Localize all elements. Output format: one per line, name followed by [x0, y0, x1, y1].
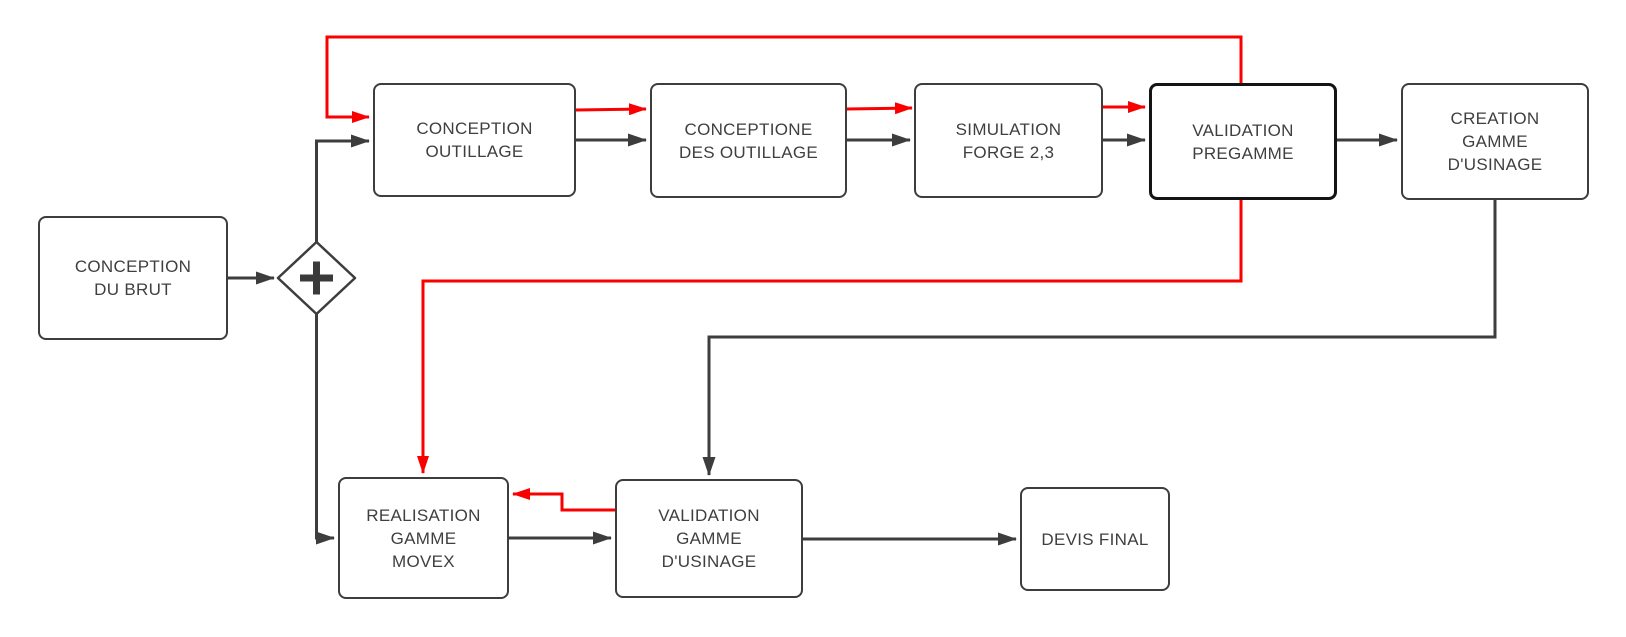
edge-red-pregamme-loop-to-conception — [325, 35, 1243, 123]
edge-red-conceptione-to-simulation — [846, 102, 913, 115]
node-realisation-gamme-movex-label: REALISATION GAMME MOVEX — [366, 505, 481, 571]
node-validation-gamme-dusinage: VALIDATION GAMME D'USINAGE — [615, 479, 803, 598]
node-validation-gamme-dusinage-label: VALIDATION GAMME D'USINAGE — [658, 506, 760, 571]
node-conceptione-des-outillage-label: CONCEPTIONE DES OUTILLAGE — [679, 119, 818, 162]
node-conception-du-brut: CONCEPTION DU BRUT — [38, 216, 228, 340]
node-simulation-forge-23: SIMULATION FORGE 2,3 — [914, 83, 1103, 198]
node-realisation-gamme-movex: REALISATION GAMME MOVEX — [338, 477, 509, 599]
edge-gateway-to-realisation — [315, 314, 335, 545]
edge-creation-to-validation-gamme — [702, 200, 1497, 476]
plus-icon — [300, 261, 333, 295]
node-conception-outillage: CONCEPTION OUTILLAGE — [373, 83, 576, 197]
edges-group — [228, 35, 1497, 546]
edge-gateway-to-conception-outillage — [315, 134, 370, 242]
edge-red-validation-gamme-to-realisation — [512, 488, 615, 512]
gateway-node — [276, 240, 357, 316]
edge-red-pregamme-to-realisation — [417, 200, 1243, 474]
node-creation-gamme-dusinage-label: CREATION GAMME D'USINAGE — [1447, 109, 1543, 174]
node-devis-final-label: DEVIS FINAL — [1041, 529, 1149, 549]
node-creation-gamme-dusinage: CREATION GAMME D'USINAGE — [1401, 83, 1589, 200]
node-conception-du-brut-label: CONCEPTION DU BRUT — [74, 257, 192, 299]
node-simulation-forge-23-label: SIMULATION FORGE 2,3 — [955, 119, 1062, 162]
node-validation-pregamme-label: VALIDATION PREGAMME — [1192, 120, 1294, 163]
node-conceptione-des-outillage: CONCEPTIONE DES OUTILLAGE — [650, 83, 847, 198]
node-conception-outillage-label: CONCEPTION OUTILLAGE — [416, 119, 533, 161]
edge-red-conception-outillage-to-conceptione — [575, 103, 647, 116]
node-devis-final: DEVIS FINAL — [1020, 487, 1170, 591]
node-validation-pregamme: VALIDATION PREGAMME — [1149, 83, 1337, 200]
